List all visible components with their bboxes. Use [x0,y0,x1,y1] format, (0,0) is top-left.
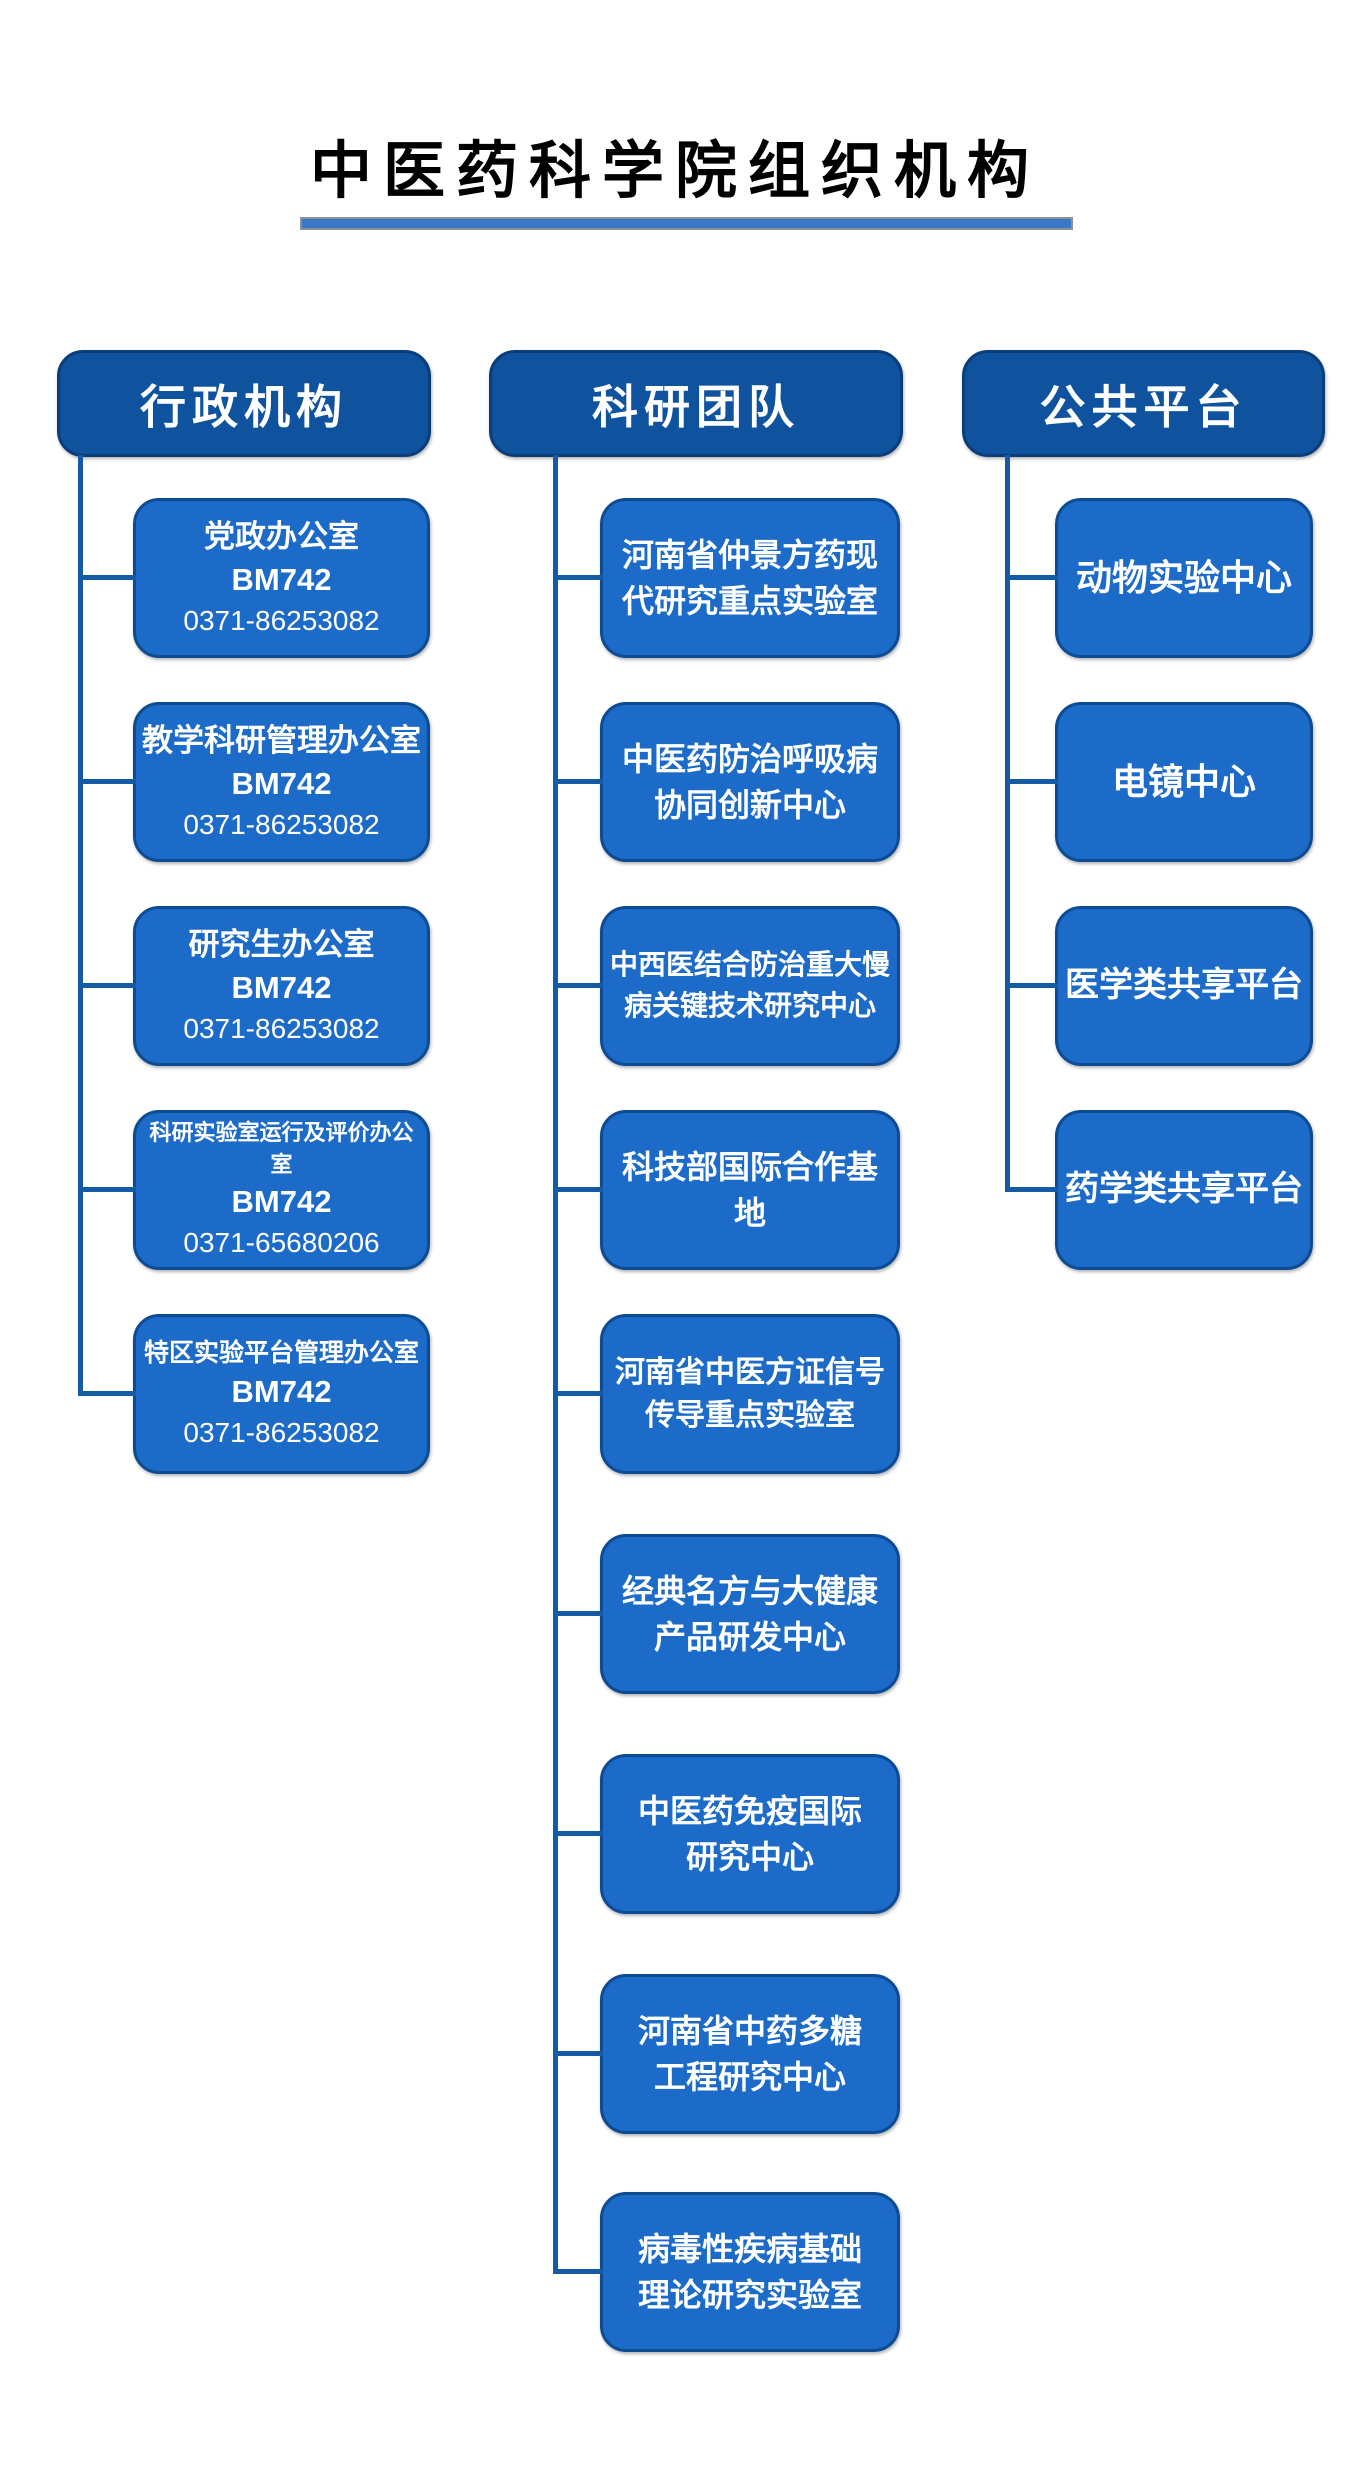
admin-unit-platform-management-office: 特区实验平台管理办公室 BM742 0371-86253082 [78,1314,430,1474]
unit-name: 河南省中药多糖 工程研究中心 [637,2012,862,2095]
research-unit-respiratory-center: 中医药防治呼吸病 协同创新中心 [553,702,900,862]
unit-name: 中医药免疫国际 研究中心 [637,1792,862,1875]
unit-code: BM742 [231,1374,332,1410]
research-unit-viral-disease-lab: 病毒性疾病基础 理论研究实验室 [553,2192,900,2352]
unit-name: 党政办公室 [204,518,359,554]
research-unit-classic-formula-center: 经典名方与大健康 产品研发中心 [553,1534,900,1694]
research-unit-signal-transduction-lab: 河南省中医方证信号 传导重点实验室 [553,1314,900,1474]
unit-name: 教学科研管理办公室 [142,722,421,758]
admin-unit-lab-operation-office: 科研实验室运行及评价办公室 BM742 0371-65680206 [78,1110,430,1270]
platform-unit-pharmacy-shared-platform: 药学类共享平台 [1005,1110,1313,1270]
unit-phone: 0371-86253082 [183,1013,380,1045]
research-unit-zhongjing-lab: 河南省仲景方药现 代研究重点实验室 [553,498,900,658]
research-unit-chronic-disease-center: 中西医结合防治重大慢 病关键技术研究中心 [553,906,900,1066]
unit-phone: 0371-86253082 [183,1417,380,1449]
unit-name: 科技部国际合作基地 [621,1148,878,1231]
unit-phone: 0371-86253082 [183,809,380,841]
unit-code: BM742 [231,1183,332,1219]
unit-name: 特区实验平台管理办公室 [143,1338,419,1367]
admin-unit-graduate-office: 研究生办公室 BM742 0371-86253082 [78,906,430,1066]
title-underline [300,217,1073,230]
unit-code: BM742 [231,766,332,802]
unit-name: 动物实验中心 [1075,556,1292,598]
unit-phone: 0371-65680206 [183,1226,380,1258]
unit-code: BM742 [231,562,332,598]
unit-name: 医学类共享平台 [1065,966,1303,1005]
research-column-header: 科研团队 [489,350,903,457]
platform-connector-line [1005,455,1010,1190]
unit-name: 经典名方与大健康 产品研发中心 [621,1572,878,1655]
unit-code: BM742 [231,970,332,1006]
admin-column-header: 行政机构 [57,350,431,457]
platform-unit-electron-microscope-center: 电镜中心 [1005,702,1313,862]
unit-name: 研究生办公室 [188,926,375,962]
unit-name: 河南省中医方证信号 传导重点实验室 [615,1355,885,1433]
unit-name: 中医药防治呼吸病 协同创新中心 [621,740,878,823]
unit-name: 科研实验室运行及评价办公室 [149,1120,414,1177]
platform-column-header: 公共平台 [962,350,1325,457]
research-unit-polysaccharide-center: 河南省中药多糖 工程研究中心 [553,1974,900,2134]
platform-unit-medical-shared-platform: 医学类共享平台 [1005,906,1313,1066]
admin-unit-dangzheng-office: 党政办公室 BM742 0371-86253082 [78,498,430,658]
admin-unit-teaching-research-office: 教学科研管理办公室 BM742 0371-86253082 [78,702,430,862]
research-unit-international-cooperation-base: 科技部国际合作基地 [553,1110,900,1270]
platform-unit-animal-center: 动物实验中心 [1005,498,1313,658]
research-connector-line [553,455,558,2272]
unit-name: 电镜中心 [1111,760,1256,802]
unit-name: 病毒性疾病基础 理论研究实验室 [637,2230,862,2313]
research-unit-immunology-center: 中医药免疫国际 研究中心 [553,1754,900,1914]
unit-phone: 0371-86253082 [183,605,380,637]
unit-name: 药学类共享平台 [1065,1170,1303,1209]
admin-connector-line [78,455,83,1394]
unit-name: 中西医结合防治重大慢 病关键技术研究中心 [609,949,890,1021]
page-title: 中医药科学院组织机构 [309,137,1040,206]
unit-name: 河南省仲景方药现 代研究重点实验室 [621,536,878,619]
